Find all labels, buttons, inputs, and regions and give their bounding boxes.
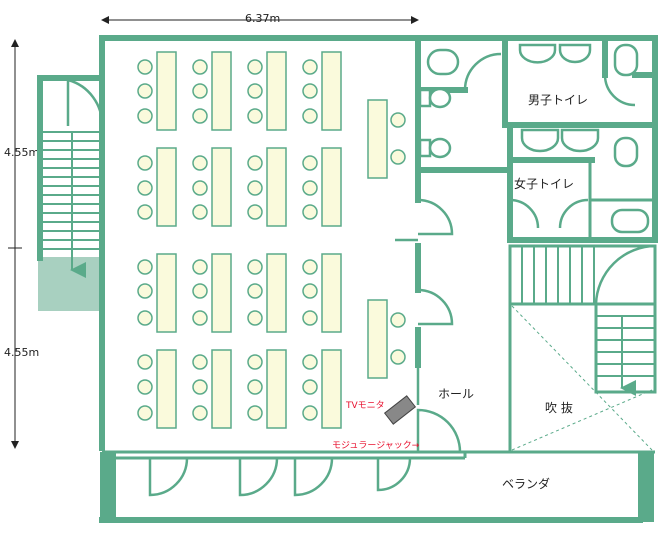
toilet-block: [415, 35, 658, 243]
chair: [137, 59, 153, 75]
chair: [247, 310, 263, 326]
tv-monitor-label: TVモニタ: [345, 400, 385, 411]
chair: [247, 405, 263, 421]
chair: [137, 379, 153, 395]
chair: [302, 259, 318, 275]
chair: [192, 379, 208, 395]
desk: [156, 147, 177, 227]
dim-height-lower-label: 4.55m: [4, 346, 39, 359]
classroom-desks: [137, 51, 406, 429]
teacher-desk: [367, 99, 388, 179]
chair: [302, 283, 318, 299]
chair: [137, 204, 153, 220]
desk: [156, 51, 177, 131]
outer-walls: [99, 35, 658, 523]
chair: [302, 204, 318, 220]
chair: [192, 354, 208, 370]
chair: [247, 379, 263, 395]
desk: [156, 253, 177, 333]
dim-width-label: 6.37m: [245, 12, 280, 25]
chair: [137, 108, 153, 124]
chair: [247, 108, 263, 124]
desk: [211, 51, 232, 131]
chair: [137, 83, 153, 99]
chair: [137, 354, 153, 370]
desk: [211, 253, 232, 333]
desk: [266, 51, 287, 131]
modular-jack-label: モジュラージャック→: [332, 440, 420, 451]
chair: [137, 180, 153, 196]
bottom-door-swings: [148, 457, 412, 497]
chair: [192, 283, 208, 299]
chair: [390, 112, 406, 128]
chair: [302, 155, 318, 171]
chair: [390, 312, 406, 328]
hall-label: ホール: [438, 387, 474, 401]
chair: [192, 180, 208, 196]
chair: [137, 283, 153, 299]
chair: [247, 354, 263, 370]
chair: [302, 310, 318, 326]
chair: [192, 204, 208, 220]
desk: [321, 51, 342, 131]
chair: [192, 155, 208, 171]
chair: [247, 59, 263, 75]
chair: [247, 155, 263, 171]
chair: [192, 259, 208, 275]
tv-monitor-icon: [383, 395, 417, 425]
chair: [302, 108, 318, 124]
stair-landing: [38, 257, 100, 311]
chair: [302, 405, 318, 421]
desk: [266, 147, 287, 227]
desk: [211, 147, 232, 227]
desk: [156, 349, 177, 429]
chair: [192, 59, 208, 75]
right-staircase: [508, 244, 657, 452]
chair: [247, 180, 263, 196]
mens-toilet-label: 男子トイレ: [528, 93, 588, 107]
chair: [247, 259, 263, 275]
chair: [302, 180, 318, 196]
veranda-label: ベランダ: [502, 476, 550, 491]
desk: [266, 349, 287, 429]
chair: [302, 379, 318, 395]
desk: [211, 349, 232, 429]
desk: [321, 349, 342, 429]
dimension-lines: [8, 16, 419, 449]
chair: [192, 83, 208, 99]
desk: [321, 253, 342, 333]
desk: [266, 253, 287, 333]
chair: [137, 259, 153, 275]
atrium-label: 吹 抜: [545, 401, 573, 415]
dim-height-upper-label: 4.55m: [4, 146, 39, 159]
desk: [321, 147, 342, 227]
chair: [302, 83, 318, 99]
left-staircase: [37, 75, 105, 311]
chair: [302, 354, 318, 370]
womens-toilet-label: 女子トイレ: [514, 176, 574, 191]
chair: [247, 83, 263, 99]
chair: [390, 349, 406, 365]
chair: [192, 405, 208, 421]
chair: [192, 108, 208, 124]
chair: [137, 405, 153, 421]
chair: [247, 283, 263, 299]
chair: [247, 204, 263, 220]
chair: [390, 149, 406, 165]
teacher-desk: [367, 299, 388, 379]
chair: [137, 155, 153, 171]
chair: [137, 310, 153, 326]
chair: [302, 59, 318, 75]
chair: [192, 310, 208, 326]
